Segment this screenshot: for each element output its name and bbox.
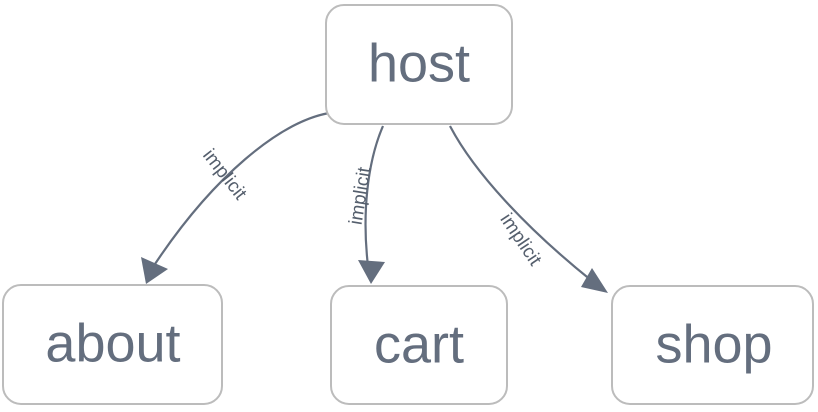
edge-label-host-about: implicit	[198, 145, 251, 204]
edge-host-shop[interactable]: implicit	[449, 125, 608, 293]
node-about-rect	[2, 284, 223, 405]
node-host[interactable]: host	[325, 4, 513, 125]
edge-host-about-path	[152, 111, 330, 268]
edge-label-host-cart: implicit	[346, 165, 376, 226]
node-cart-rect	[330, 285, 508, 405]
node-cart-label: cart	[374, 314, 464, 374]
edge-label-host-shop: implicit	[495, 210, 545, 270]
node-host-rect	[325, 4, 513, 125]
node-about[interactable]: about	[2, 284, 223, 405]
node-shop-label: shop	[655, 314, 772, 374]
arrowhead-cart	[358, 260, 385, 284]
edge-host-cart-path	[364, 125, 385, 267]
node-cart[interactable]: cart	[330, 285, 508, 405]
node-host-label: host	[368, 33, 470, 93]
edge-host-about[interactable]: implicit	[141, 111, 330, 284]
node-shop-rect	[611, 285, 814, 405]
arrowhead-shop	[581, 268, 608, 293]
node-shop[interactable]: shop	[611, 285, 814, 405]
node-about-label: about	[45, 313, 180, 373]
edge-host-cart[interactable]: implicit	[346, 125, 385, 284]
arrowhead-about	[141, 257, 168, 284]
edge-host-shop-path	[449, 125, 593, 282]
